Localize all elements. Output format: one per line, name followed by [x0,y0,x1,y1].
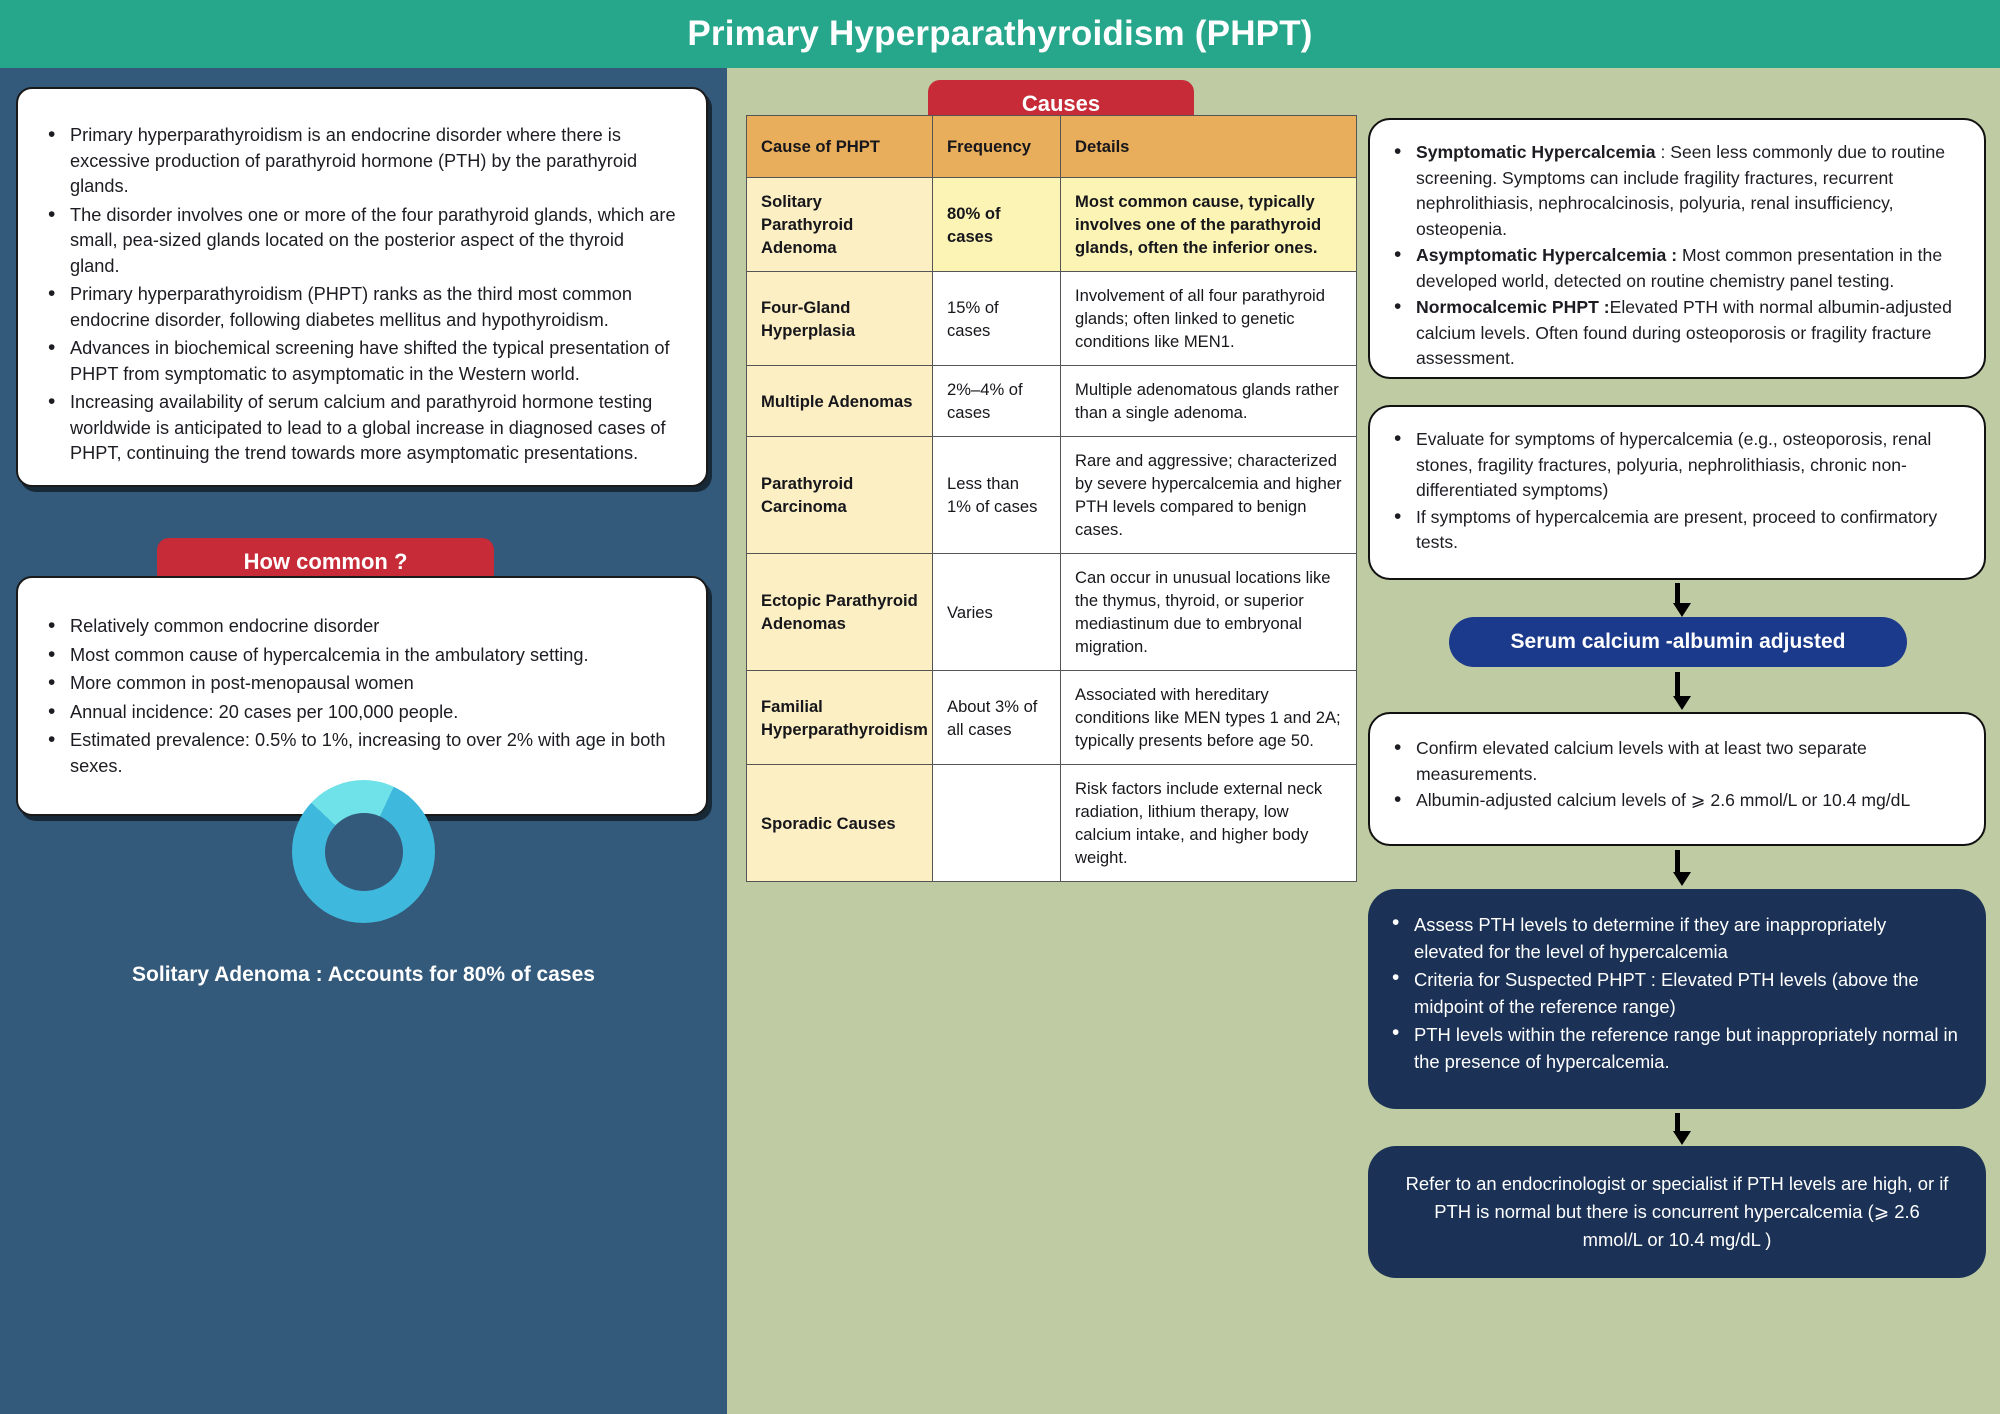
list-item: If symptoms of hypercalcemia are present… [1386,504,1962,556]
serum-calcium-badge: Serum calcium -albumin adjusted [1449,617,1907,667]
page-title: Primary Hyperparathyroidism (PHPT) [687,14,1313,53]
flow-arrow-down-icon [1673,672,1691,710]
list-item: Evaluate for symptoms of hypercalcemia (… [1386,426,1962,504]
causes-table: Cause of PHPT Frequency Details Solitary… [746,115,1357,882]
cell-frequency: About 3% of all cases [932,670,1061,765]
list-item: Annual incidence: 20 cases per 100,000 p… [40,699,678,726]
list-item: Asymptomatic Hypercalcemia : Most common… [1386,242,1962,294]
bullet-lead: Symptomatic Hypercalcemia [1416,142,1656,162]
cell-details: Most common cause, typically involves on… [1060,177,1357,272]
pth-assessment-card: Assess PTH levels to determine if they a… [1368,889,1986,1109]
cell-details: Rare and aggressive; characterized by se… [1060,436,1357,554]
how-common-bullet-list: Relatively common endocrine disorder Mos… [40,613,678,779]
cell-frequency: 80% of cases [932,177,1061,272]
cell-cause: Parathyroid Carcinoma [746,436,933,554]
referral-text: Refer to an endocrinologist or specialis… [1405,1173,1949,1250]
page-header: Primary Hyperparathyroidism (PHPT) [0,0,2000,68]
left-panel: Primary hyperparathyroidism is an endocr… [0,68,727,1414]
table-row: Solitary Parathyroid Adenoma 80% of case… [746,177,1357,272]
table-row: Parathyroid Carcinoma Less than 1% of ca… [746,436,1357,554]
cell-cause: Familial Hyperparathyroidism [746,670,933,765]
flow-arrow-down-icon [1673,850,1691,886]
table-row: Four-Gland Hyperplasia 15% of cases Invo… [746,271,1357,366]
pth-bullet-list: Assess PTH levels to determine if they a… [1384,910,1960,1075]
list-item: Assess PTH levels to determine if they a… [1384,910,1960,965]
list-item: Estimated prevalence: 0.5% to 1%, increa… [40,727,678,779]
how-common-card: Relatively common endocrine disorder Mos… [16,576,708,816]
cell-details: Risk factors include external neck radia… [1060,764,1357,882]
column-header-cause: Cause of PHPT [746,115,933,178]
table-row: Sporadic Causes Risk factors include ext… [746,764,1357,882]
table-row: Ectopic Parathyroid Adenomas Varies Can … [746,553,1357,671]
cell-frequency: 15% of cases [932,271,1061,366]
referral-card: Refer to an endocrinologist or specialis… [1368,1146,1986,1278]
flow-arrow-down-icon [1673,583,1691,617]
list-item: Relatively common endocrine disorder [40,613,678,640]
donut-chart-block: Solitary Adenoma : Accounts for 80% of c… [0,780,727,987]
cell-frequency: Varies [932,553,1061,671]
list-item: PTH levels within the reference range bu… [1384,1020,1960,1075]
cell-cause: Solitary Parathyroid Adenoma [746,177,933,272]
list-item: Primary hyperparathyroidism is an endocr… [40,122,678,200]
donut-chart [292,780,435,923]
evaluate-card: Evaluate for symptoms of hypercalcemia (… [1368,405,1986,580]
table-header-row: Cause of PHPT Frequency Details [746,115,1357,178]
presentation-card: Symptomatic Hypercalcemia : Seen less co… [1368,118,1986,379]
cell-cause: Multiple Adenomas [746,365,933,437]
cell-frequency: Less than 1% of cases [932,436,1061,554]
cell-cause: Sporadic Causes [746,764,933,882]
list-item: More common in post-menopausal women [40,670,678,697]
cell-cause: Ectopic Parathyroid Adenomas [746,553,933,671]
evaluate-bullet-list: Evaluate for symptoms of hypercalcemia (… [1386,426,1962,556]
bullet-text: Most common presentation in the develope… [1416,245,1943,291]
flow-arrow-down-icon [1673,1113,1691,1145]
bullet-text: Elevated PTH with normal albumin-adjuste… [1416,297,1952,368]
cell-details: Associated with hereditary conditions li… [1060,670,1357,765]
list-item: Increasing availability of serum calcium… [40,389,678,467]
causes-table-wrap: Cause of PHPT Frequency Details Solitary… [746,115,1357,882]
column-header-details: Details [1060,115,1357,178]
table-row: Multiple Adenomas 2%–4% of cases Multipl… [746,365,1357,437]
list-item: Normocalcemic PHPT :Elevated PTH with no… [1386,294,1962,372]
presentation-bullet-list: Symptomatic Hypercalcemia : Seen less co… [1386,139,1962,372]
list-item: Advances in biochemical screening have s… [40,335,678,387]
overview-bullet-list: Primary hyperparathyroidism is an endocr… [40,122,678,467]
cell-cause: Four-Gland Hyperplasia [746,271,933,366]
cell-frequency [932,764,1061,882]
donut-chart-caption: Solitary Adenoma : Accounts for 80% of c… [132,963,595,986]
list-item: Confirm elevated calcium levels with at … [1386,735,1962,787]
list-item: Symptomatic Hypercalcemia : Seen less co… [1386,139,1962,242]
confirm-bullet-list: Confirm elevated calcium levels with at … [1386,735,1962,814]
bullet-lead: Normocalcemic PHPT : [1416,297,1610,317]
cell-frequency: 2%–4% of cases [932,365,1061,437]
cell-details: Involvement of all four parathyroid glan… [1060,271,1357,366]
confirm-calcium-card: Confirm elevated calcium levels with at … [1368,712,1986,846]
column-header-frequency: Frequency [932,115,1061,178]
bullet-lead: Asymptomatic Hypercalcemia : [1416,245,1678,265]
overview-card: Primary hyperparathyroidism is an endocr… [16,87,708,487]
table-row: Familial Hyperparathyroidism About 3% of… [746,670,1357,765]
list-item: Albumin-adjusted calcium levels of ⩾ 2.6… [1386,787,1962,814]
list-item: Most common cause of hypercalcemia in th… [40,642,678,669]
cell-details: Can occur in unusual locations like the … [1060,553,1357,671]
cell-details: Multiple adenomatous glands rather than … [1060,365,1357,437]
list-item: The disorder involves one or more of the… [40,202,678,280]
list-item: Criteria for Suspected PHPT : Elevated P… [1384,965,1960,1020]
bullet-text: : Seen less commonly due to routine scre… [1416,142,1946,239]
list-item: Primary hyperparathyroidism (PHPT) ranks… [40,281,678,333]
